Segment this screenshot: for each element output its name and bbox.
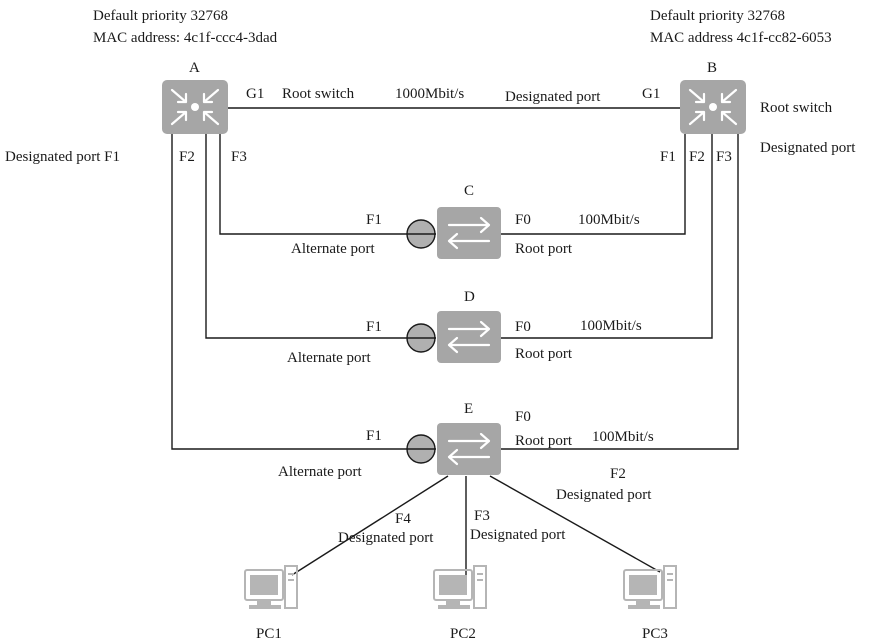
link-e-pc3 xyxy=(489,475,661,573)
switch-b-mac: MAC address 4c1f-cc82-6053 xyxy=(650,30,832,46)
link-b-f2-d xyxy=(501,134,713,339)
e-f0-label: F0 xyxy=(515,409,531,425)
switch-b-role-port: Designated port xyxy=(760,140,856,156)
switch-b-name: B xyxy=(707,60,717,76)
top-link-designated-label: Designated port xyxy=(505,89,601,105)
switch-e-name: E xyxy=(464,401,473,417)
switch-e-icon xyxy=(437,423,501,475)
b-g1-label: G1 xyxy=(642,86,660,102)
e-f3-label: F3 xyxy=(474,508,490,524)
link-a-f3-c xyxy=(219,134,436,235)
switch-d-icon xyxy=(437,311,501,363)
e-speed-label: 100Mbit/s xyxy=(592,429,654,445)
switch-a-mac: MAC address: 4c1f-ccc4-3dad xyxy=(93,30,278,46)
links xyxy=(171,107,739,576)
e-alternate-label: Alternate port xyxy=(278,464,363,480)
c-speed-label: 100Mbit/s xyxy=(578,212,640,228)
switch-b-role: Root switch xyxy=(760,100,833,116)
link-e-pc1 xyxy=(291,475,449,576)
switch-a-icon xyxy=(162,80,228,134)
link-b-f1-c xyxy=(501,134,686,235)
switch-a-priority: Default priority 32768 xyxy=(93,8,228,24)
switch-c-icon xyxy=(437,207,501,259)
switch-b-icon xyxy=(680,80,746,134)
e-f1-label: F1 xyxy=(366,428,382,444)
e-f2-role-label: Designated port xyxy=(556,487,652,503)
e-f3-role-label: Designated port xyxy=(470,527,566,543)
d-alternate-label: Alternate port xyxy=(287,350,372,366)
c-alternate-label: Alternate port xyxy=(291,241,376,257)
pc3-icon xyxy=(623,565,677,609)
link-a-f1-e xyxy=(171,134,436,450)
pc1-icon xyxy=(244,565,298,609)
c-root-label: Root port xyxy=(515,241,573,257)
switch-a-name: A xyxy=(189,60,200,76)
b-f2-label: F2 xyxy=(689,149,705,165)
d-f0-label: F0 xyxy=(515,319,531,335)
e-f4-label: F4 xyxy=(395,511,411,527)
switch-d-name: D xyxy=(464,289,475,305)
e-f2-label: F2 xyxy=(610,466,626,482)
e-f4-role-label: Designated port xyxy=(338,530,434,546)
a-g1-label: G1 xyxy=(246,86,264,102)
b-f1-label: F1 xyxy=(660,149,676,165)
e-root-label: Root port xyxy=(515,433,573,449)
link-b-f3-e xyxy=(501,134,739,450)
a-f3-label: F3 xyxy=(231,149,247,165)
d-root-label: Root port xyxy=(515,346,573,362)
pc2-icon xyxy=(433,565,487,609)
d-f1-label: F1 xyxy=(366,319,382,335)
a-f2-label: F2 xyxy=(179,149,195,165)
top-link-root-label: Root switch xyxy=(282,86,355,102)
switch-b-priority: Default priority 32768 xyxy=(650,8,785,24)
pc2-label: PC2 xyxy=(450,626,476,642)
b-f3-label: F3 xyxy=(716,149,732,165)
top-link-speed-label: 1000Mbit/s xyxy=(395,86,464,102)
switch-c-name: C xyxy=(464,183,474,199)
d-speed-label: 100Mbit/s xyxy=(580,318,642,334)
c-f0-label: F0 xyxy=(515,212,531,228)
a-f1-role-label: Designated port F1 xyxy=(5,149,120,165)
c-f1-label: F1 xyxy=(366,212,382,228)
pc1-label: PC1 xyxy=(256,626,282,642)
link-a-f2-d xyxy=(205,134,436,339)
pc3-label: PC3 xyxy=(642,626,668,642)
